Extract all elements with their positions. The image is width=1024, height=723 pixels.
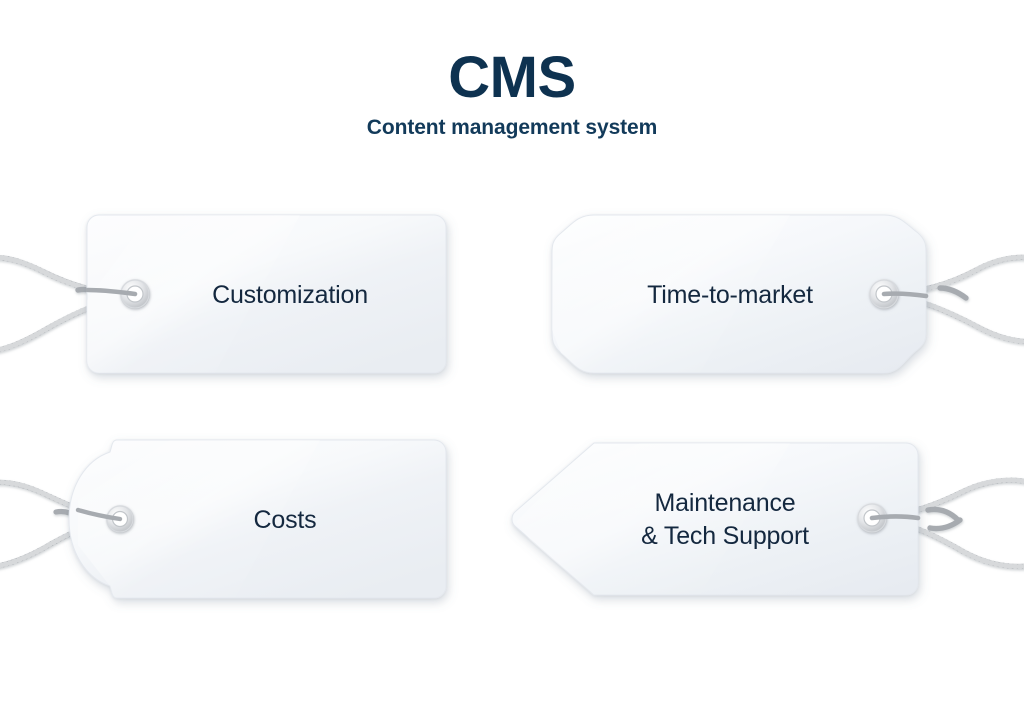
tag-customization[interactable] [86, 214, 447, 374]
tag-string-time-to-market-overlap [881, 291, 929, 299]
tag-string-costs-overlap [75, 507, 123, 522]
tag-string-customization-overlap [85, 287, 138, 297]
tag-time-to-market[interactable] [551, 214, 927, 374]
tag-maintenance[interactable] [511, 442, 919, 596]
tag-string-maintenance-overlap [869, 514, 921, 521]
tag-costs[interactable] [68, 439, 447, 599]
